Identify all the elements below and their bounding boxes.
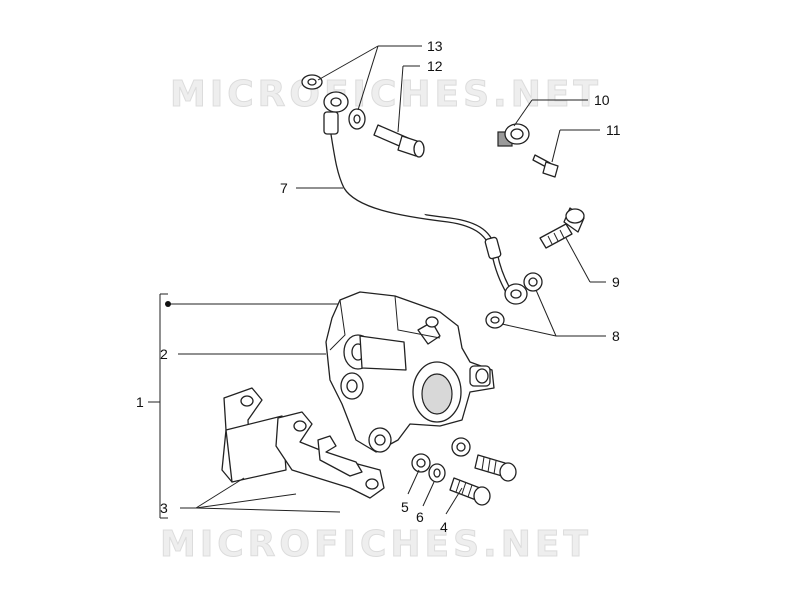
washer-top-4	[451, 437, 471, 457]
brake-pad-a	[221, 387, 287, 483]
washer-8b	[485, 311, 505, 329]
hose-clip-10	[497, 123, 530, 147]
callout-6: 6	[416, 509, 424, 525]
callout-1: 1	[136, 394, 144, 410]
callout-2: 2	[160, 346, 168, 362]
callout-7: 7	[280, 180, 288, 196]
callout-5: 5	[401, 499, 409, 515]
brake-caliper	[325, 291, 495, 453]
reference-dot	[165, 301, 171, 307]
callout-12: 12	[427, 58, 443, 74]
hose-end-fitting-top	[323, 111, 339, 135]
banjo-bolt-9	[539, 207, 585, 249]
washer-6	[428, 463, 446, 483]
screw-4b	[449, 477, 491, 506]
washer-8a	[523, 272, 543, 292]
washer-5	[411, 453, 431, 473]
washer-13b	[348, 108, 366, 130]
hose-ferrule	[484, 236, 502, 260]
banjo-bolt-12	[373, 124, 425, 158]
watermark-bottom: MICROFICHES.NET	[160, 524, 592, 565]
watermark-top: MICROFICHES.NET	[170, 74, 602, 115]
callout-9: 9	[612, 274, 620, 290]
callout-4: 4	[440, 519, 448, 535]
pad-spring	[317, 435, 363, 477]
callout-8: 8	[612, 328, 620, 344]
callout-11: 11	[606, 122, 621, 138]
brake-hose	[323, 91, 528, 305]
leader-lines	[148, 45, 606, 519]
callout-13: 13	[427, 38, 443, 54]
washer-13a	[301, 74, 323, 90]
screw-4a	[474, 454, 517, 482]
callout-10: 10	[594, 92, 610, 108]
callout-3: 3	[160, 500, 168, 516]
screw-11	[532, 154, 559, 178]
